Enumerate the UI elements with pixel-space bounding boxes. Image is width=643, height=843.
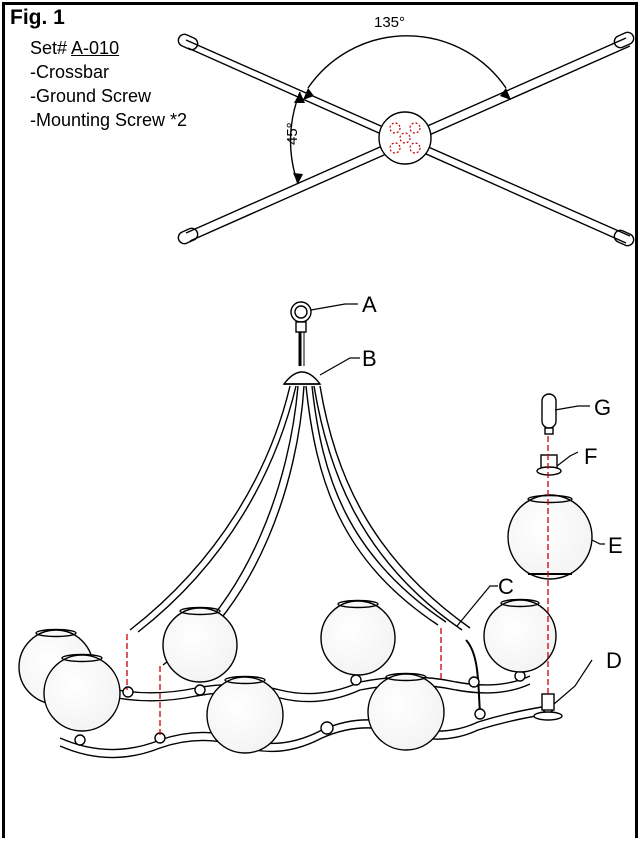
callout-b: B bbox=[362, 346, 377, 371]
mounting-holes bbox=[389, 122, 421, 154]
callout-g: G bbox=[594, 395, 611, 420]
angle-label-135: 135° bbox=[374, 14, 405, 31]
angle-arc-135 bbox=[307, 35, 507, 89]
globe bbox=[206, 676, 284, 754]
globe-exploded bbox=[507, 494, 593, 580]
globe bbox=[483, 599, 557, 673]
hook-loop bbox=[290, 301, 312, 323]
crossbar-end-cap bbox=[177, 227, 199, 245]
globe-group bbox=[18, 494, 593, 754]
crossbar-end-cap bbox=[177, 33, 199, 51]
crossbar-drawing bbox=[177, 31, 635, 247]
figure-title: Fig. 1 bbox=[10, 6, 65, 29]
callout-d: D bbox=[606, 648, 622, 673]
callout-e: E bbox=[608, 533, 623, 558]
upper-ring bbox=[83, 675, 531, 695]
callout-leaders bbox=[310, 303, 605, 705]
arm bbox=[305, 385, 439, 626]
socket bbox=[541, 693, 555, 711]
canopy bbox=[282, 371, 322, 385]
callout-a: A bbox=[362, 292, 377, 317]
part-ground-screw: -Ground Screw bbox=[30, 86, 152, 106]
chandelier-drawing bbox=[18, 301, 593, 759]
crossbar-hub bbox=[378, 111, 432, 165]
globe bbox=[162, 607, 238, 683]
bulb bbox=[541, 393, 557, 429]
angle-label-45: 45° bbox=[284, 122, 301, 145]
part-mounting-screw: -Mounting Screw *2 bbox=[30, 110, 188, 130]
set-code: A-010 bbox=[71, 38, 120, 58]
arm bbox=[313, 385, 463, 631]
callout-c: C bbox=[498, 574, 514, 599]
part-crossbar: -Crossbar bbox=[30, 62, 110, 82]
alignment-guides bbox=[126, 436, 549, 736]
crossbar-end-cap bbox=[613, 229, 635, 247]
globe bbox=[367, 673, 445, 751]
crossbar-end-cap bbox=[613, 31, 635, 49]
globe bbox=[320, 600, 396, 676]
callout-f: F bbox=[584, 444, 597, 469]
parts-list: Set# A-010 -Crossbar -Ground Screw -Moun… bbox=[30, 36, 187, 132]
set-number-row: Set# A-010 bbox=[30, 36, 187, 60]
arm bbox=[129, 385, 291, 631]
set-prefix: Set# bbox=[30, 38, 68, 58]
globe bbox=[43, 654, 121, 732]
